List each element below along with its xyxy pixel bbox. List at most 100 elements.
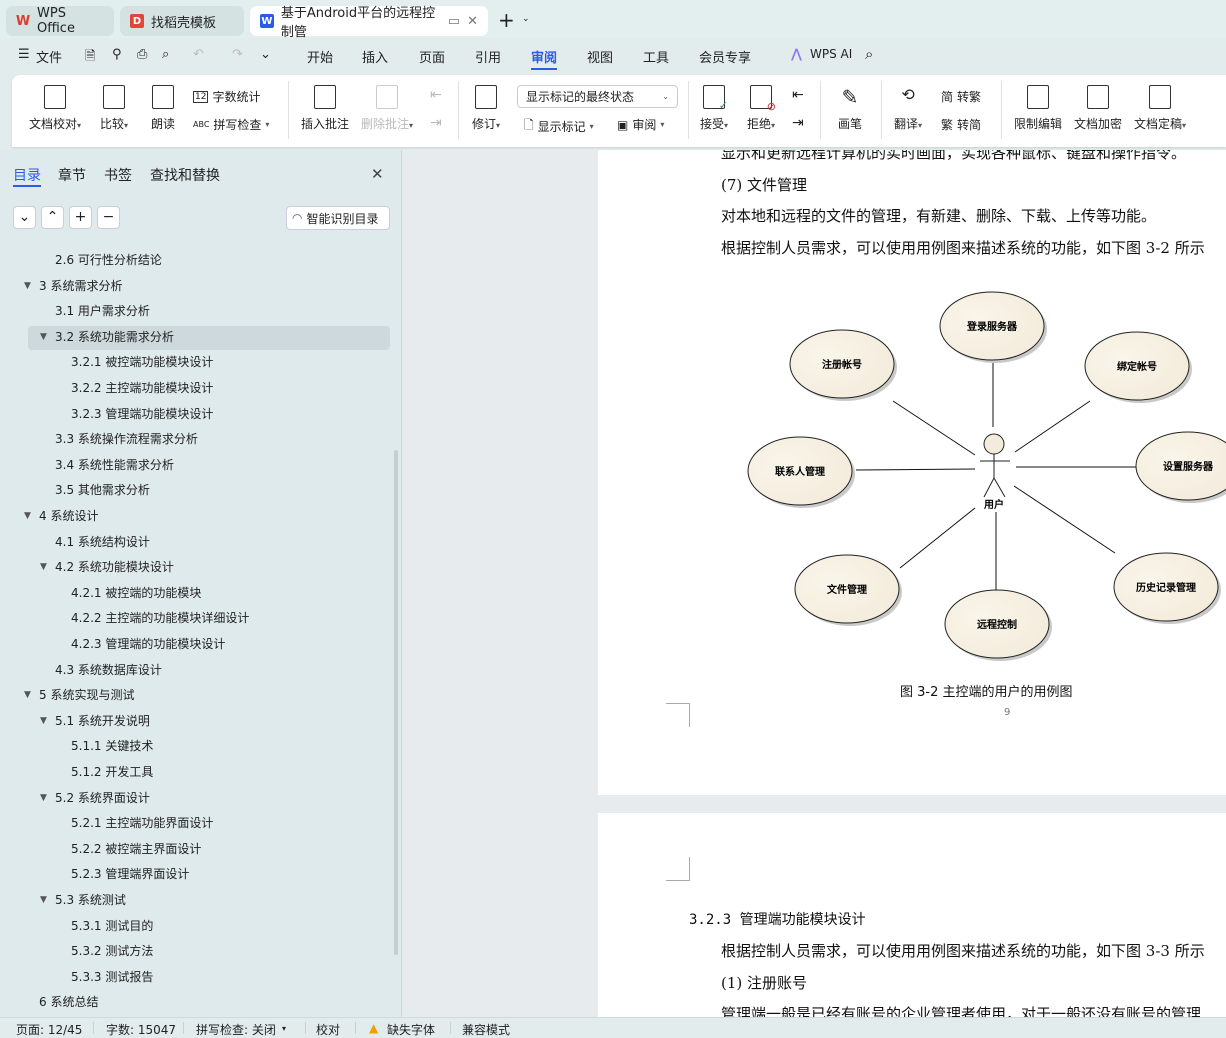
next-comment-icon[interactable]: ⇥ — [430, 115, 442, 131]
expand-arrow-icon[interactable]: ▼ — [40, 562, 47, 573]
close-tab-icon[interactable]: ✕ — [467, 13, 478, 29]
proofread-status[interactable]: 校对 — [316, 1023, 341, 1037]
expand-arrow-icon[interactable]: ▼ — [40, 331, 47, 342]
expand-button[interactable]: + — [69, 206, 92, 229]
spell-check-status[interactable]: 拼写检查: 关闭 — [196, 1023, 276, 1037]
menu-review[interactable]: 审阅 — [531, 47, 558, 70]
delete-comment-button[interactable]: 删除批注▾ — [361, 85, 413, 132]
toc-item[interactable]: 3.2.2 主控端功能模块设计 — [71, 376, 213, 400]
expand-arrow-icon[interactable]: ▼ — [40, 715, 47, 726]
smart-toc-button[interactable]: ◠智能识别目录 — [286, 206, 390, 230]
compat-mode-status[interactable]: 兼容模式 — [462, 1023, 511, 1037]
menu-insert[interactable]: 插入 — [362, 51, 389, 66]
hamburger-icon[interactable]: ☰ — [18, 47, 30, 62]
toc-item[interactable]: 4.2.2 主控端的功能模块详细设计 — [71, 606, 249, 630]
menu-wps-ai[interactable]: WPS AI — [810, 47, 853, 61]
menu-tools[interactable]: 工具 — [643, 51, 670, 66]
close-icon[interactable]: ✕ — [371, 165, 384, 183]
toc-item[interactable]: 3.4 系统性能需求分析 — [55, 453, 174, 477]
menu-file[interactable]: 文件 — [36, 51, 63, 66]
toc-item[interactable]: 4.2.3 管理端的功能模块设计 — [71, 632, 225, 656]
toc-item[interactable]: 3.3 系统操作流程需求分析 — [55, 427, 198, 451]
revise-button[interactable]: 修订▾ — [472, 85, 500, 132]
review-pane-button[interactable]: ▣审阅▾ — [617, 117, 665, 133]
insert-comment-button[interactable]: 插入批注 — [301, 85, 349, 132]
page-indicator[interactable]: 页面: 12/45 — [16, 1023, 83, 1037]
word-count[interactable]: 字数: 15047 — [106, 1023, 177, 1037]
search-icon[interactable]: ⌕ — [865, 45, 874, 63]
toc-item[interactable]: 3.2.1 被控端功能模块设计 — [71, 350, 213, 374]
toc-item[interactable]: 5.3.2 测试方法 — [71, 939, 153, 963]
toc-item[interactable]: ▼5.1 系统开发说明 — [40, 709, 150, 733]
toc-item[interactable]: 4.2.1 被控端的功能模块 — [71, 581, 201, 605]
menu-view[interactable]: 视图 — [587, 51, 614, 66]
pen-button[interactable]: ✎画笔 — [838, 85, 862, 132]
toc-item[interactable]: 5.2.1 主控端功能界面设计 — [71, 811, 213, 835]
toc-item[interactable]: ▼5.3 系统测试 — [40, 888, 126, 912]
expand-arrow-icon[interactable]: ▼ — [24, 690, 31, 701]
to-traditional-button[interactable]: 简转繁 — [941, 88, 981, 105]
tab-chapters[interactable]: 章节 — [58, 168, 86, 184]
missing-font-status[interactable]: 缺失字体 — [387, 1023, 436, 1037]
toc-item[interactable]: 4.3 系统数据库设计 — [55, 658, 162, 682]
expand-arrow-icon[interactable]: ▼ — [24, 280, 31, 291]
menu-reference[interactable]: 引用 — [475, 51, 502, 66]
toc-item[interactable]: ▼3.2 系统功能需求分析 — [40, 325, 174, 349]
toc-item[interactable]: 2.6 可行性分析结论 — [55, 248, 162, 272]
chevron-down-icon[interactable]: ⌄ — [522, 14, 530, 24]
encrypt-button[interactable]: 文档加密 — [1074, 85, 1122, 132]
tab-find-replace[interactable]: 查找和替换 — [150, 168, 220, 184]
restrict-edit-button[interactable]: 限制编辑 — [1014, 85, 1062, 132]
toc-item[interactable]: 3.2.3 管理端功能模块设计 — [71, 402, 213, 426]
toc-item[interactable]: ▼5 系统实现与测试 — [24, 683, 134, 707]
menu-member[interactable]: 会员专享 — [699, 51, 752, 66]
toc-item[interactable]: 3.1 用户需求分析 — [55, 299, 150, 323]
new-tab-icon[interactable]: + — [498, 8, 515, 32]
toc-item[interactable]: 5.3.1 测试目的 — [71, 914, 153, 938]
translate-button[interactable]: ⟲翻译▾ — [894, 85, 923, 131]
save-icon[interactable]: 🗎 — [85, 49, 96, 64]
prev-change-icon[interactable]: ⇤ — [792, 87, 804, 103]
toc-item[interactable]: ▼4 系统设计 — [24, 504, 98, 528]
redo-icon[interactable]: ↷ — [232, 47, 243, 62]
markup-state-select[interactable]: 显示标记的最终状态⌄ — [517, 85, 678, 108]
finalize-button[interactable]: 文档定稿▾ — [1134, 85, 1186, 132]
proofread-button[interactable]: 文档校对▾ — [29, 85, 81, 132]
collapse-up-button[interactable]: ⌃ — [41, 206, 64, 229]
scrollbar[interactable] — [394, 450, 398, 955]
toc-item[interactable]: ▼3 系统需求分析 — [24, 274, 122, 298]
link-icon[interactable]: ⚲ — [112, 47, 122, 62]
tab-toc[interactable]: 目录 — [13, 165, 41, 187]
toc-item[interactable]: 5.1.1 关键技术 — [71, 734, 153, 758]
expand-arrow-icon[interactable]: ▼ — [40, 895, 47, 905]
collapse-down-button[interactable]: ⌄ — [13, 206, 36, 229]
accept-button[interactable]: ✓接受▾ — [700, 85, 728, 132]
menu-start[interactable]: 开始 — [307, 51, 334, 66]
show-markup-button[interactable]: 🗋显示标记▾ — [524, 116, 594, 137]
reject-button[interactable]: ⊘拒绝▾ — [747, 85, 776, 132]
toc-item[interactable]: 5.2.2 被控端主界面设计 — [71, 837, 201, 861]
toc-item[interactable]: 3.5 其他需求分析 — [55, 478, 150, 502]
toc-item[interactable]: 4.1 系统结构设计 — [55, 530, 150, 554]
prev-comment-icon[interactable]: ⇤ — [430, 87, 442, 103]
toc-item[interactable]: 5.2.3 管理端界面设计 — [71, 862, 189, 886]
print-preview-icon[interactable]: ⌕ — [162, 47, 170, 62]
toc-item[interactable]: ▼4.2 系统功能模块设计 — [40, 555, 174, 579]
next-change-icon[interactable]: ⇥ — [792, 115, 804, 131]
to-simplified-button[interactable]: 繁转简 — [941, 116, 981, 133]
more-chevron-icon[interactable]: ⌄ — [260, 47, 271, 62]
toc-item[interactable]: 5.1.2 开发工具 — [71, 760, 153, 784]
undo-icon[interactable]: ↶ — [193, 47, 204, 62]
toc-item[interactable]: 6 系统总结 — [39, 990, 98, 1014]
shrink-button[interactable]: − — [97, 206, 120, 229]
toc-item[interactable]: ▼5.2 系统界面设计 — [40, 786, 150, 810]
menu-page[interactable]: 页面 — [419, 51, 446, 66]
expand-arrow-icon[interactable]: ▼ — [40, 792, 47, 803]
print-icon[interactable]: ⎙ — [137, 47, 148, 62]
toc-item[interactable]: 5.3.3 测试报告 — [71, 965, 153, 989]
